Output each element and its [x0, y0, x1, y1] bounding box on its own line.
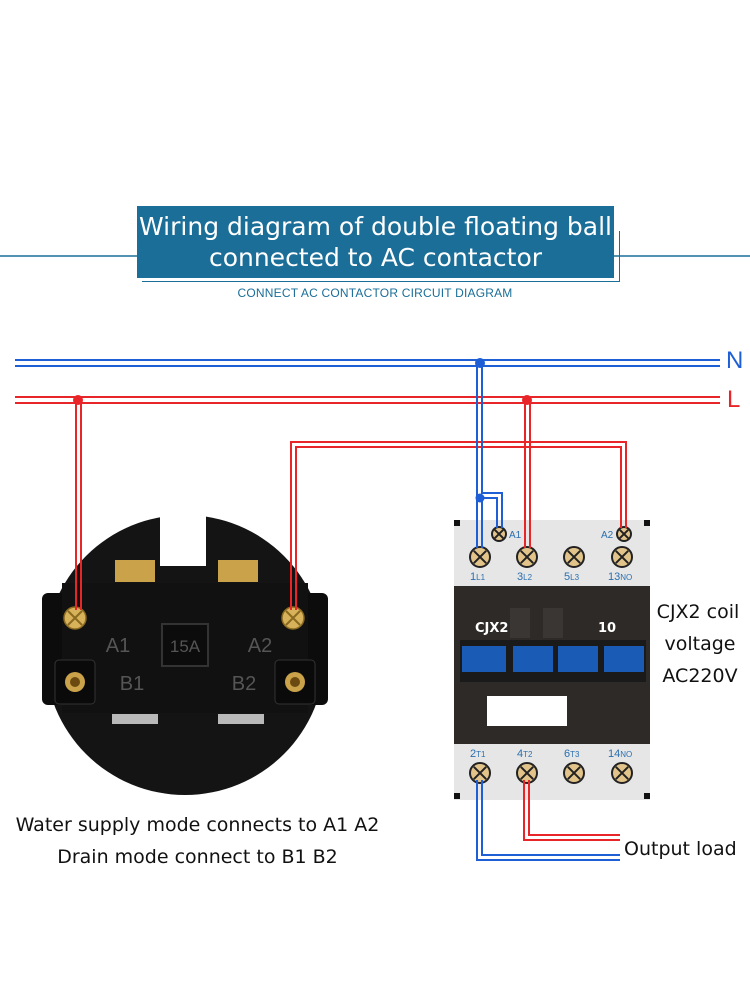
bottom-terminal-14-label: 14NO	[608, 748, 632, 760]
svg-text:2T1: 2T1	[470, 748, 486, 760]
wire-output-load-t2	[523, 780, 620, 841]
coil-voltage-note: CJX2 coil voltage AC220V	[655, 596, 745, 692]
drain-note: Drain mode connect to B1 B2	[57, 846, 338, 868]
wire-l-to-switch-a1	[73, 395, 83, 610]
terminal-13-screw-icon	[611, 546, 633, 568]
page-subtitle: CONNECT AC CONTACTOR CIRCUIT DIAGRAM	[237, 286, 513, 300]
bottom-terminal-6-label: 6T3	[564, 748, 580, 760]
screw-a1-icon	[63, 606, 87, 630]
top-terminal-5-label: 5L3	[564, 571, 580, 583]
switch-terminal-a1-label: A1	[106, 635, 130, 657]
line-bus	[15, 396, 720, 404]
contactor-body	[454, 520, 650, 800]
coil-a2-label: A2	[601, 530, 614, 541]
svg-text:13NO: 13NO	[608, 571, 632, 583]
svg-text:3L2: 3L2	[517, 571, 533, 583]
terminal-14-screw-icon	[611, 762, 633, 784]
top-terminal-13-label: 13NO	[608, 571, 632, 583]
bottom-terminal-2-label: 2T1	[470, 748, 486, 760]
svg-text:5L3: 5L3	[564, 571, 580, 583]
terminal-1-screw-icon	[469, 546, 491, 568]
top-terminal-3-label: 3L2	[517, 571, 533, 583]
socket-b1-icon	[54, 659, 96, 705]
switch-rating-label: 15A	[170, 637, 201, 656]
output-load-note: Output load	[624, 838, 737, 860]
terminal-6-screw-icon	[563, 762, 585, 784]
neutral-bus-label: N	[726, 347, 744, 374]
terminal-5-screw-icon	[563, 546, 585, 568]
page-title: Wiring diagram of double floating ball c…	[137, 206, 614, 278]
screw-a2-icon	[281, 606, 305, 630]
bottom-terminal-4-label: 4T2	[517, 748, 533, 760]
terminal-3-screw-icon	[516, 546, 538, 568]
water-supply-note: Water supply mode connects to A1 A2	[15, 814, 380, 836]
coil-note-line-3: AC220V	[662, 665, 738, 687]
coil-a2-screw-icon	[616, 526, 632, 542]
title-line-2: connected to AC contactor	[208, 243, 543, 272]
terminal-2-screw-icon	[469, 762, 491, 784]
neutral-bus	[15, 359, 720, 367]
switch-terminal-b1-label: B1	[120, 673, 144, 695]
coil-a1-label: A1	[509, 530, 522, 541]
svg-text:14NO: 14NO	[608, 748, 632, 760]
coil-note-line-2: voltage	[664, 633, 736, 655]
svg-text:4T2: 4T2	[517, 748, 533, 760]
wire-l-to-terminal-3	[522, 395, 532, 548]
coil-note-line-1: CJX2 coil	[656, 601, 740, 623]
title-shadow	[142, 231, 620, 282]
title-line-1: Wiring diagram of double floating ball	[139, 212, 612, 241]
line-bus-label: L	[727, 386, 741, 413]
contactor-model-label: CJX2	[475, 621, 508, 636]
float-switch	[42, 512, 328, 795]
switch-terminal-b2-label: B2	[232, 673, 256, 695]
socket-b2-icon	[274, 659, 316, 705]
contactor-screws	[469, 526, 633, 784]
switch-terminal-a2-label: A2	[248, 635, 272, 657]
coil-a1-screw-icon	[491, 526, 507, 542]
contactor-model-number-label: 10	[598, 621, 616, 636]
wire-output-load-t1	[476, 780, 620, 861]
svg-text:1L1: 1L1	[470, 571, 486, 583]
wire-switch-a2-to-coil-a2	[290, 441, 627, 610]
top-terminal-1-label: 1L1	[470, 571, 486, 583]
svg-text:6T3: 6T3	[564, 748, 580, 760]
terminal-4-screw-icon	[516, 762, 538, 784]
wire-n-to-coil-a1	[475, 358, 503, 548]
